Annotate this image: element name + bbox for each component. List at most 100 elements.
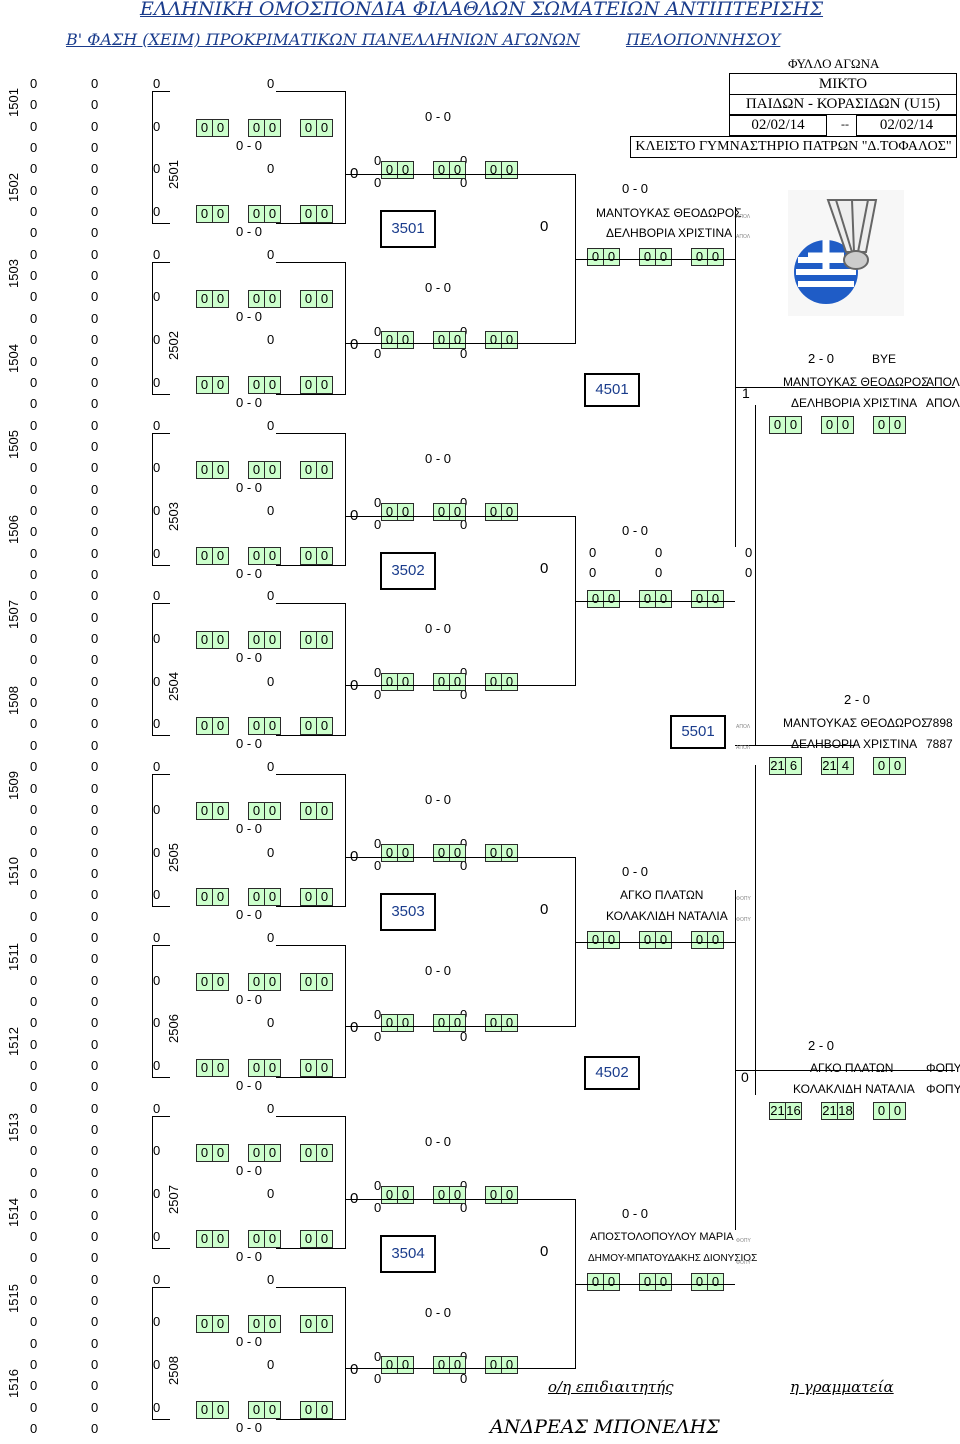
r3-bot-0-game3-cell2: 0 — [501, 331, 518, 349]
r3-top-1-game1-cell1: 0 — [381, 502, 398, 521]
bracket-line — [152, 603, 170, 605]
r2-bot-1-game2-cell1: 0 — [248, 375, 265, 394]
r2-bot-3-game2-cell1: 0 — [248, 717, 265, 736]
r2-next: 0 — [460, 1029, 468, 1044]
r2-bot-0-game1-cell2: 0 — [212, 205, 229, 223]
r1-value: 0 — [91, 1357, 99, 1372]
r2-bot-5-game2-cell1: 0 — [248, 1059, 265, 1077]
bracket-line — [152, 261, 170, 263]
r3-win-3-game1-cell1: 0 — [587, 1272, 604, 1291]
federation-logo — [788, 190, 904, 316]
r1-entry: 0 — [153, 545, 161, 561]
r2-top-5-game1-cell1: 0 — [196, 973, 213, 991]
r3w1-player2: ΔΕΛΗΒΟΡΙΑ ΧΡΙΣΤΙΝΑ — [606, 226, 733, 240]
r1-entry: 0 — [153, 1100, 161, 1116]
bracket-line — [152, 945, 153, 1077]
r2-result: 0 — [350, 166, 358, 181]
r2-top-1-game1-cell2: 0 — [212, 289, 229, 308]
r2-score: 0 - 0 — [236, 565, 263, 581]
r3-bot-2-game1-cell2: 0 — [397, 1014, 414, 1033]
r1-entry: 0 — [153, 801, 161, 817]
r2-result: 0 — [350, 849, 358, 864]
r1-seed: 0 — [30, 759, 38, 775]
r1-seed: 0 — [30, 801, 38, 817]
r2-top-6-game1-cell2: 0 — [212, 1143, 229, 1162]
r1-seed: 0 — [30, 844, 38, 860]
r3-bot-3-game2-cell2: 0 — [449, 1355, 466, 1374]
r1-seed: 0 — [30, 396, 38, 412]
r3-win-2-game3-cell1: 0 — [691, 931, 708, 950]
r2-next: 0 — [460, 175, 468, 190]
bracket-line — [276, 1286, 346, 1288]
r1-value: 0 — [91, 1271, 99, 1287]
bracket-line — [152, 1286, 153, 1419]
r2-top-3-game3-cell1: 0 — [300, 631, 317, 650]
r2-top-2-game2-cell2: 0 — [264, 460, 281, 479]
r2-top-5-game2-cell1: 0 — [248, 973, 265, 991]
r1-seed: 0 — [30, 182, 38, 198]
r1-entry: 0 — [267, 1015, 275, 1031]
r1-seed: 0 — [30, 1015, 38, 1031]
r2-bot-3-game1-cell1: 0 — [196, 717, 213, 736]
r1-value: 0 — [91, 887, 99, 903]
final-player1: ΜΑΝΤΟΥΚΑΣ ΘΕΟΔΩΡΟΣ — [783, 716, 929, 730]
r1-value: 0 — [91, 246, 99, 262]
r1-value: 0 — [91, 310, 99, 326]
semi1-game2-cell1: 0 — [821, 416, 838, 434]
r1-entry: 0 — [153, 332, 161, 348]
semi2-player2: ΚΟΛΑΚΛΙΔΗ ΝΑΤΑΛΙΑ — [793, 1082, 915, 1096]
r1-seed: 0 — [30, 76, 38, 91]
r1-value: 0 — [91, 1228, 99, 1244]
r3-bot-0-game1-cell1: 0 — [381, 331, 398, 349]
bracket-line — [575, 942, 735, 944]
r3-top-0-game2-cell1: 0 — [433, 161, 450, 179]
r2-upcoming: 0 - 0 — [425, 109, 452, 124]
r1-seed: 0 — [30, 1314, 38, 1330]
bracket-line — [276, 735, 346, 737]
r3w4-player1: ΑΠΟΣΤΟΛΟΠΟΥΛΟΥ ΜΑΡΙΑ — [590, 1231, 734, 1243]
r1-value: 0 — [91, 161, 99, 177]
r1-match-number: 1509 — [6, 771, 21, 801]
r3-top-2-game2-cell2: 0 — [449, 844, 466, 863]
r1-value: 0 — [91, 481, 99, 497]
r2-bot-7-game1-cell2: 0 — [212, 1400, 229, 1419]
r1-match-number: 1503 — [6, 258, 21, 288]
r2-top-7-game1-cell2: 0 — [212, 1314, 229, 1333]
bracket-line — [152, 1418, 170, 1420]
r2-bot-0-game3-cell1: 0 — [300, 205, 317, 223]
r3-result: 0 — [540, 1242, 549, 1260]
r2-top-7-game2-cell2: 0 — [264, 1314, 281, 1333]
r2-top-3-game3-cell2: 0 — [316, 631, 333, 650]
r2-top-1-game3-cell1: 0 — [300, 289, 317, 308]
r1-entry: 0 — [267, 1100, 275, 1116]
r1-entry: 0 — [267, 246, 275, 262]
category-name: ΠΑΙΔΩΝ - ΚΟΡΑΣΙΔΩΝ (U15) — [729, 94, 957, 115]
r2-upcoming: 0 - 0 — [425, 963, 452, 978]
r2-result: 0 — [350, 677, 359, 695]
r2-bot-6-game2-cell2: 0 — [264, 1229, 281, 1248]
r1-entry: 0 — [153, 161, 161, 177]
r1-match-number: 1513 — [6, 1112, 21, 1142]
r3-bot-1-game2-cell2: 0 — [449, 672, 466, 691]
r3-bot-0-game3-cell1: 0 — [485, 331, 502, 349]
r1-value: 0 — [91, 652, 99, 668]
r2-score: 0 - 0 — [236, 479, 263, 495]
r2-bot-2-game1-cell1: 0 — [196, 546, 213, 565]
r2-top-5-game2-cell2: 0 — [264, 973, 281, 991]
r1-entry: 0 — [267, 673, 275, 689]
r2-score: 0 - 0 — [236, 224, 263, 239]
r1-seed: 0 — [30, 161, 38, 177]
r2-top-5-game3-cell1: 0 — [300, 973, 317, 991]
r1-seed: 0 — [30, 673, 38, 689]
bracket-line — [755, 1070, 955, 1072]
bracket-line — [276, 1077, 346, 1078]
r2-top-2-game3-cell2: 0 — [316, 460, 333, 479]
r1-seed: 0 — [30, 1164, 38, 1180]
r3-win-3-game2-cell2: 0 — [655, 1272, 672, 1291]
r1-value: 0 — [91, 1079, 99, 1095]
r1-value: 0 — [91, 1036, 99, 1052]
r2-bot-7-game1-cell1: 0 — [196, 1400, 213, 1419]
r2-top-6-game2-cell2: 0 — [264, 1143, 281, 1162]
r1-seed: 0 — [30, 1058, 38, 1073]
